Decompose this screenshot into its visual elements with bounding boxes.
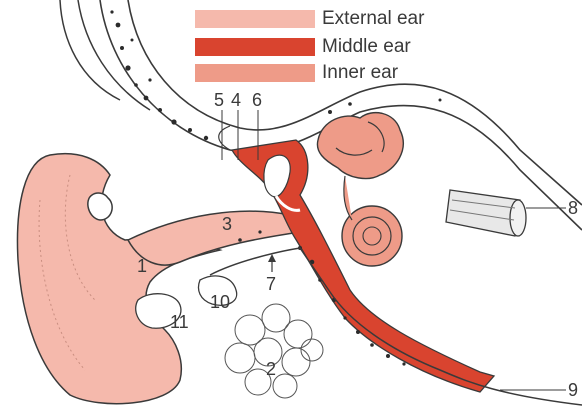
label-6: 6 xyxy=(252,91,262,109)
label-5: 5 xyxy=(214,91,224,109)
ear-canal xyxy=(128,211,300,265)
label-3: 3 xyxy=(222,215,232,233)
label-10: 10 xyxy=(210,293,230,311)
pinna xyxy=(17,154,220,404)
gland-outline xyxy=(225,304,323,398)
label-1: 1 xyxy=(137,257,147,275)
label-8: 8 xyxy=(568,199,578,217)
inner-ear xyxy=(317,113,403,266)
label-9: 9 xyxy=(568,381,578,399)
label-11: 11 xyxy=(170,313,189,331)
label-4: 4 xyxy=(231,91,241,109)
label-2: 2 xyxy=(266,360,276,378)
nerve-bundle xyxy=(446,190,526,236)
label-7: 7 xyxy=(266,275,276,293)
